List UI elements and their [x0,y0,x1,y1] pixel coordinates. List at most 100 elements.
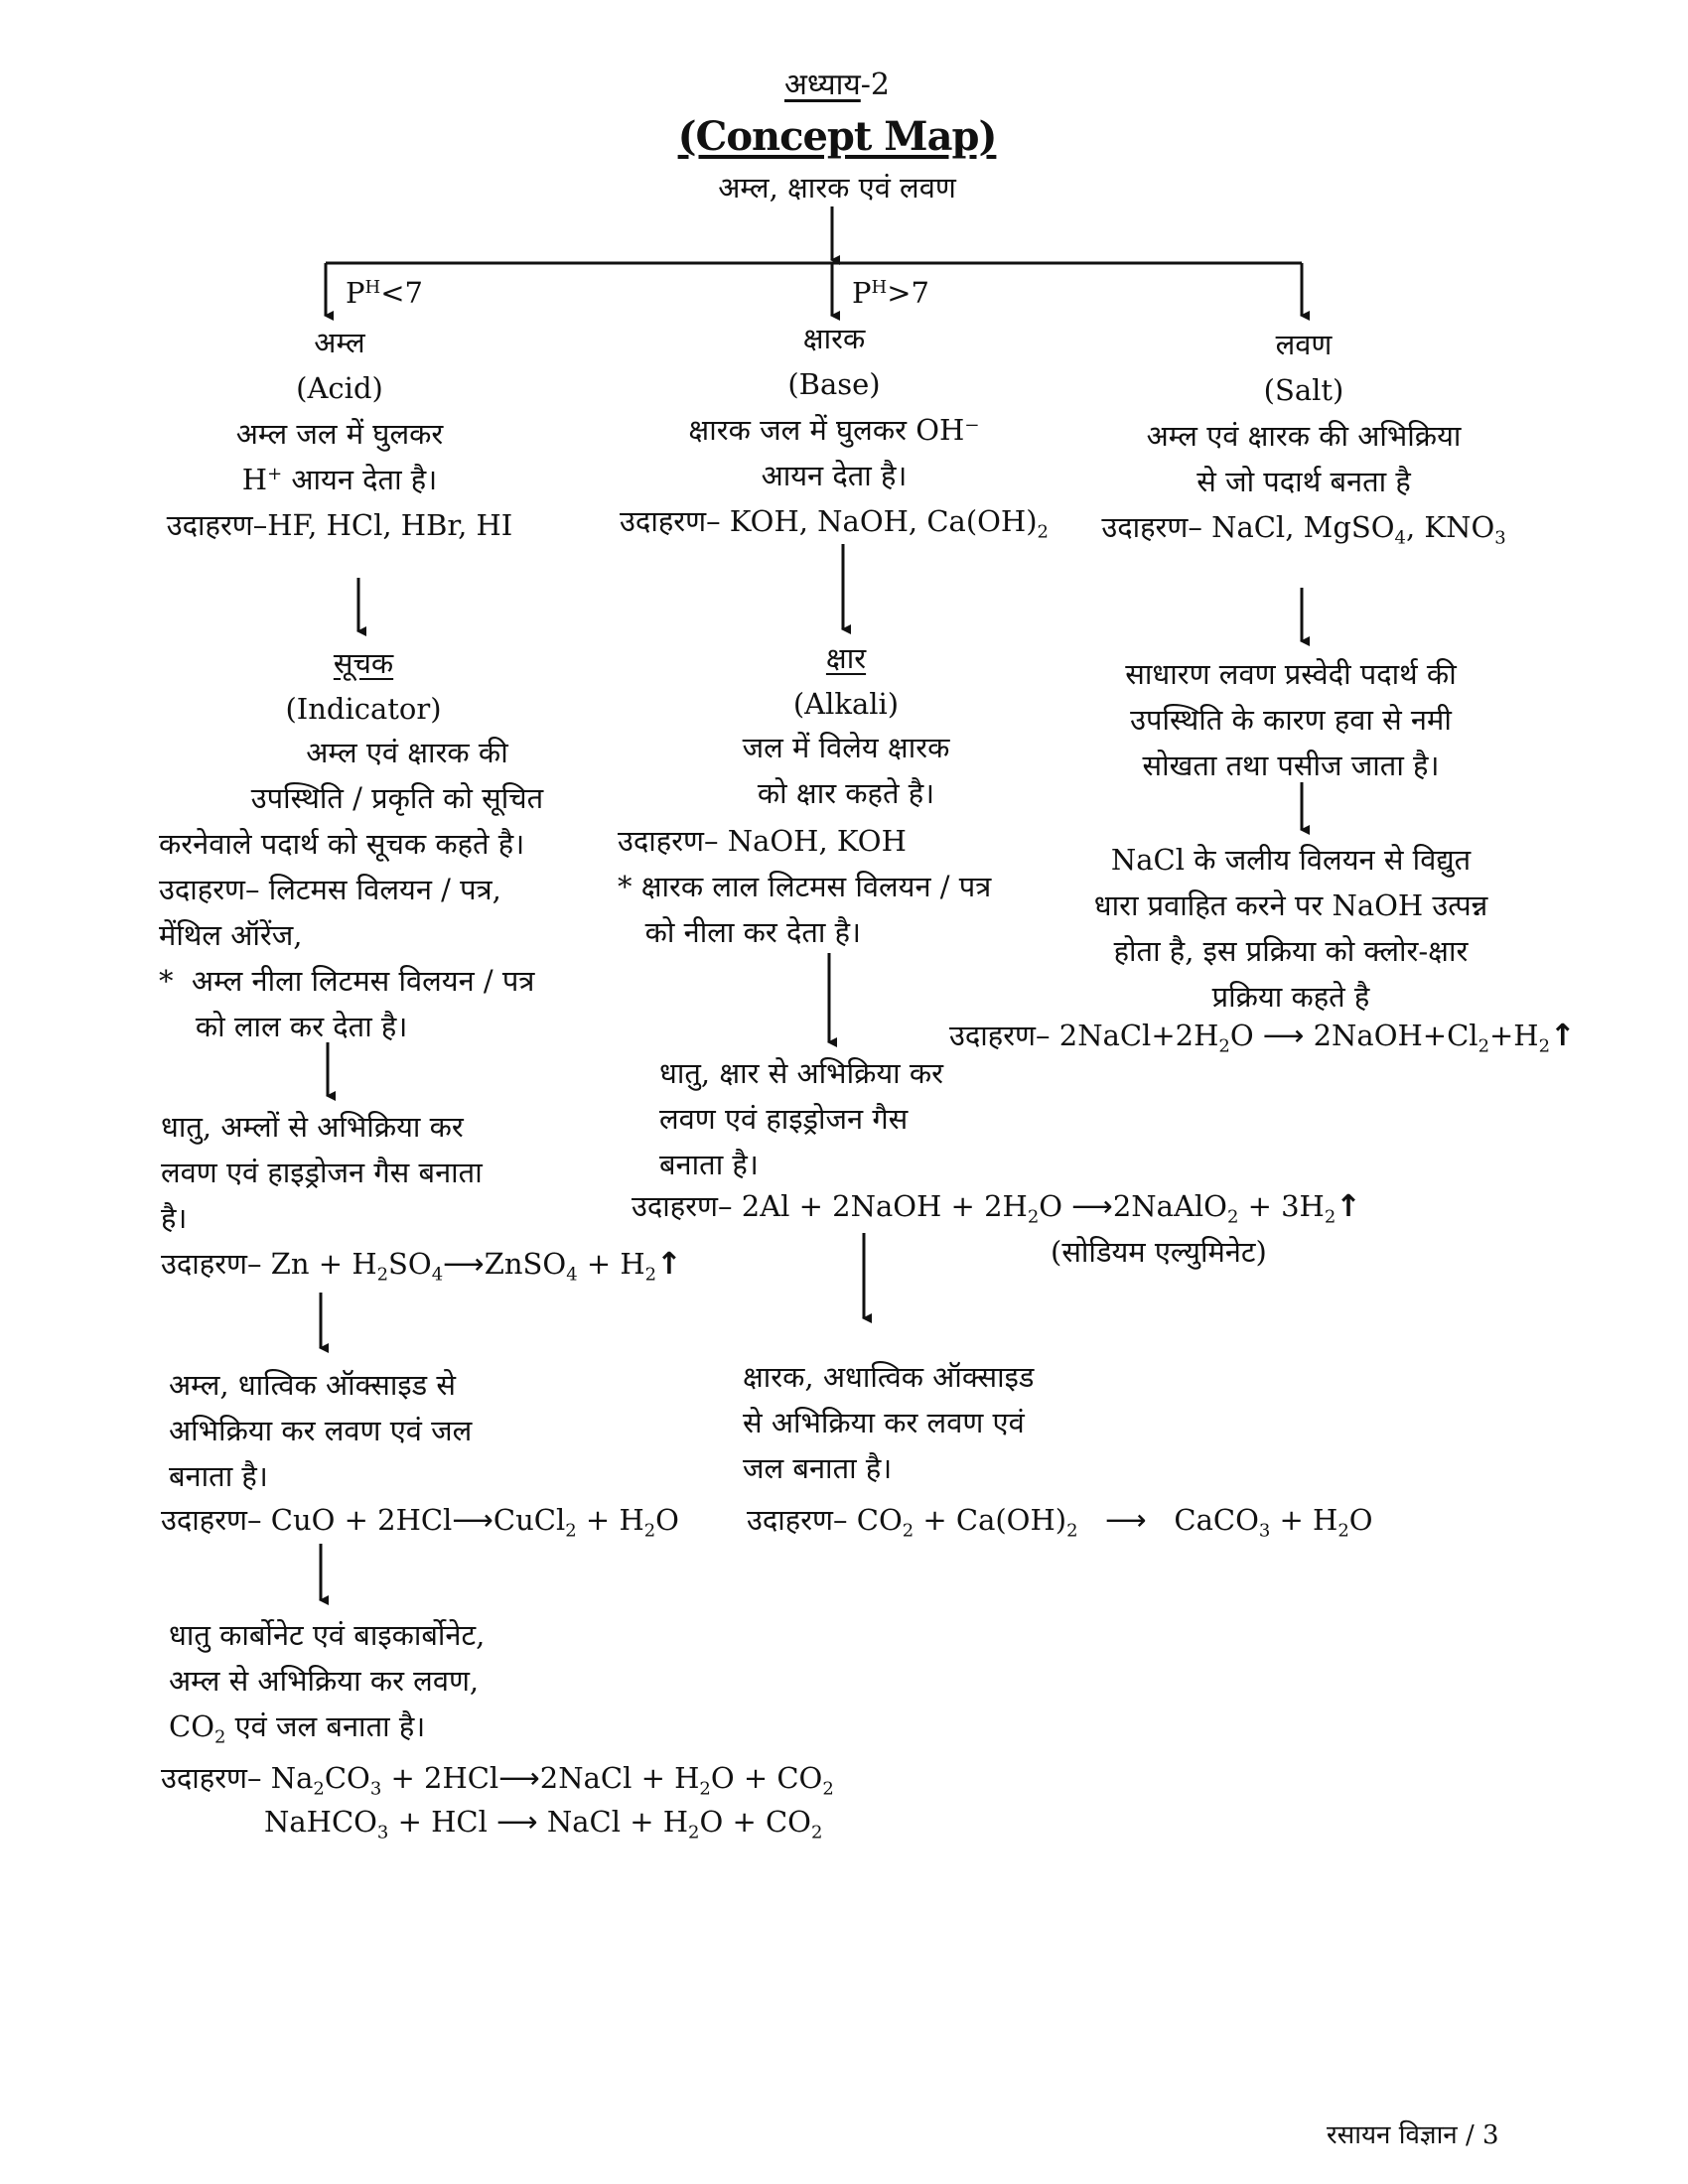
chlor-alkali-line-2: धारा प्रवाहित करने पर NaOH उत्पन्न [1093,888,1488,922]
salt-hygro-line-3: सोखता तथा पसीज जाता है। [1142,749,1440,782]
acid-oxide-line-1: अम्ल, धात्विक ऑक्साइड से [169,1368,456,1402]
base-oxide-line-1: क्षारक, अधात्विक ऑक्साइड [743,1360,1035,1394]
alkali-metal-line-2: लवण एवं हाइड्रोजन गैस [659,1102,909,1136]
base-example-text: उदाहरण– KOH, NaOH, Ca(OH) [620,504,1038,538]
base-oxide-node: क्षारक, अधात्विक ऑक्साइड से अभिक्रिया कर… [743,1354,1034,1491]
indicator-line-2: उपस्थिति / प्रकृति को सूचित [250,781,544,815]
indicator-body: अम्ल एवं क्षारक की उपस्थिति / प्रकृति को… [159,730,635,1049]
alkali-metal-line-1: धातु, क्षार से अभिक्रिया कर [659,1056,944,1090]
acid-carbonate-example-prefix: उदाहरण– [161,1761,271,1795]
indicator-line-6: * अम्ल नीला लिटमस विलयन / पत्र [159,964,535,998]
indicator-heading: सूचक (Indicator) [285,640,441,732]
acid-oxide-example-prefix: उदाहरण– [161,1503,271,1537]
base-oxide-example-prefix: उदाहरण– [747,1503,857,1537]
salt-node: लवण (Salt) अम्ल एवं क्षारक की अभिक्रिया … [1101,322,1505,550]
acid-metal-node: धातु, अम्लों से अभिक्रिया कर लवण एवं हाइ… [161,1104,483,1241]
reaction-arrow-icon: ⟶ [443,1247,485,1281]
acid-metal-example-prefix: उदाहरण– [161,1247,271,1281]
alkali-metal-example-prefix: उदाहरण– [632,1189,742,1223]
gas-evolved-arrow-icon: ↑ [656,1247,682,1282]
acid-ph-value: 7 [404,276,423,310]
indicator-line-3: करनेवाले पदार्थ को सूचक कहते है। [159,827,525,861]
chapter-number: -2 [860,68,891,102]
chlor-alkali-node: NaCl के जलीय विलयन से विद्युत धारा प्रवा… [1094,837,1488,1020]
acid-desc1: अम्ल जल में घुलकर [235,417,444,451]
acid-oxide-node: अम्ल, धात्विक ऑक्साइड से अभिक्रिया कर लव… [169,1362,472,1499]
acid-oxide-example: उदाहरण– CuO + 2HCl⟶CuCl2 + H2O [161,1503,679,1542]
acid-metal-line-3: है। [161,1201,188,1235]
page-title: (Concept Map) [677,113,998,160]
acid-desc2: H+ आयन देता है। [167,457,513,502]
salt-english: (Salt) [1263,373,1344,407]
indicator-line-5: मेंथिल ऑरेंज, [159,918,303,952]
alkali-heading: क्षार (Alkali) [793,635,899,727]
base-desc1: क्षारक जल में घुलकर OH⁻ [688,413,980,447]
reaction-arrow-icon: ⟶ [1262,1019,1305,1052]
chapter-prefix: अध्याय [783,68,861,102]
alkali-line-1: जल में विलेय क्षारक [742,731,950,764]
alkali-metal-line-3: बनाता है। [659,1148,759,1181]
base-example-sub: 2 [1037,521,1049,543]
alkali-line-2: को क्षार कहते है। [757,776,935,810]
salt-example: उदाहरण– NaCl, MgSO4, KNO3 [1101,510,1506,549]
reaction-arrow-icon: ⟶ [1105,1503,1147,1537]
alkali-example: उदाहरण– NaOH, KOH [618,824,907,858]
salt-hygro-line-2: उपस्थिति के कारण हवा से नमी [1130,703,1452,737]
salt-hygro-line-1: साधारण लवण प्रस्वेदी पदार्थ की [1125,657,1457,691]
acid-oxide-line-2: अभिक्रिया कर लवण एवं जल [169,1414,473,1447]
salt-desc2: से जो पदार्थ बनता है [1196,465,1411,498]
alkali-metal-product-name: (सोडियम एल्युमिनेट) [1051,1235,1267,1269]
reaction-arrow-icon: ⟶ [496,1805,538,1839]
reaction-arrow-icon: ⟶ [1071,1189,1113,1223]
acid-name: अम्ल [314,326,365,359]
acid-carbonate-line-2: अम्ल से अभिक्रिया कर लवण, [169,1664,480,1698]
chlor-alkali-line-3: होता है, इस प्रक्रिया को क्लोर-क्षार [1113,934,1469,968]
acid-ph-label: PH<7 [346,276,423,310]
chlor-alkali-example-prefix: उदाहरण– [949,1019,1059,1052]
indicator-line-1: अम्ल एवं क्षारक की [306,736,508,769]
page-footer: रसायन विज्ञान / 3 [1327,2120,1499,2150]
base-ph-label: PH>7 [852,276,929,310]
salt-name: लवण [1275,328,1333,361]
base-ph-value: 7 [911,276,929,310]
acid-example: उदाहरण–HF, HCl, HBr, HI [166,508,513,542]
reaction-arrow-icon: ⟶ [498,1761,540,1795]
indicator-english: (Indicator) [285,692,442,726]
acid-metal-example: उदाहरण– Zn + H2SO4⟶ZnSO4 + H2↑ [161,1247,682,1286]
salt-example-text: उदाहरण– NaCl, MgSO [1101,510,1395,544]
acid-carbonate-line-3-rest: एवं जल बनाता है। [234,1709,426,1743]
alkali-litmus-1: * क्षारक लाल लिटमस विलयन / पत्र [618,870,992,903]
gas-evolved-arrow-icon: ↑ [1550,1019,1576,1053]
chlor-alkali-line-4: प्रक्रिया कहते है [1211,980,1370,1014]
alkali-litmus-2: को नीला कर देता है। [618,915,862,949]
alkali-name: क्षार [825,641,867,675]
topic-title: अम्ल, क्षारक एवं लवण [718,171,956,205]
base-oxide-line-3: जल बनाता है। [743,1451,893,1485]
chapter-label: अध्याय-2 [784,68,890,103]
acid-ion-charge: + [267,464,283,485]
acid-oxide-line-3: बनाता है। [169,1459,268,1493]
salt-desc1: अम्ल एवं क्षारक की अभिक्रिया [1146,419,1462,453]
alkali-english: (Alkali) [792,687,900,721]
alkali-examples: उदाहरण– NaOH, KOH * क्षारक लाल लिटमस विल… [618,818,991,955]
base-oxide-line-2: से अभिक्रिया कर लवण एवं [743,1406,1025,1439]
acid-node: अम्ल (Acid) अम्ल जल में घुलकर H+ आयन देत… [167,320,513,548]
chlor-alkali-example: उदाहरण– 2NaCl+2H2O ⟶ 2NaOH+Cl2+H2↑ [949,1019,1576,1057]
indicator-name: सूचक [333,646,394,680]
indicator-line-7: को लाल कर देता है। [159,1010,408,1043]
salt-hygro-node: साधारण लवण प्रस्वेदी पदार्थ की उपस्थिति … [1125,651,1456,788]
acid-carbonate-line-1: धातु कार्बोनेट एवं बाइकार्बोनेट, [169,1618,486,1652]
alkali-metal-example: उदाहरण– 2Al + 2NaOH + 2H2O ⟶2NaAlO2 + 3H… [632,1189,1361,1228]
alkali-desc: जल में विलेय क्षारक को क्षार कहते है। [743,725,950,816]
acid-ion: H [241,463,268,496]
acid-metal-line-2: लवण एवं हाइड्रोजन गैस बनाता [161,1156,483,1189]
acid-carbonate-example-1: उदाहरण– Na2CO3 + 2HCl⟶2NaCl + H2O + CO2 [161,1761,834,1800]
base-english: (Base) [787,367,881,401]
chlor-alkali-line-1: NaCl के जलीय विलयन से विद्युत [1110,843,1472,877]
indicator-line-4: उदाहरण– लिटमस विलयन / पत्र, [159,873,501,906]
gas-evolved-arrow-icon: ↑ [1336,1189,1361,1224]
base-desc2: आयन देता है। [761,459,908,492]
reaction-arrow-icon: ⟶ [452,1503,493,1537]
alkali-metal-node: धातु, क्षार से अभिक्रिया कर लवण एवं हाइड… [659,1050,943,1187]
